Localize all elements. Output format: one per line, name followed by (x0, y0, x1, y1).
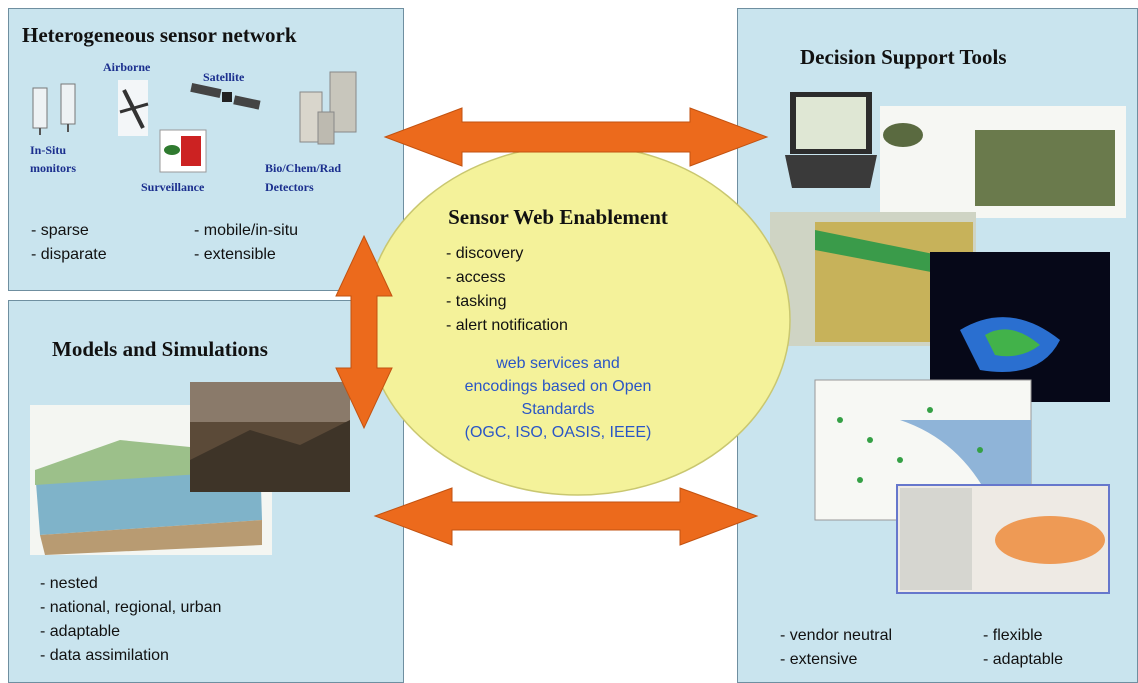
center-title: Sensor Web Enablement (448, 205, 668, 229)
center-bullet-4: - alert notification (446, 317, 568, 334)
label-airborne: Airborne (103, 60, 151, 74)
arrow-vertical (335, 234, 393, 430)
sensor-bullet-2: - disparate (31, 246, 107, 263)
center-bullet-3: - tasking (446, 293, 507, 310)
radar-screenshot (930, 252, 1110, 402)
models-title: Models and Simulations (52, 337, 268, 361)
center-note-line-4: (OGC, ISO, OASIS, IEEE) (464, 424, 652, 441)
center-note: web services and encodings based on Open… (378, 352, 738, 444)
decision-title: Decision Support Tools (800, 45, 1007, 69)
landscape-photo (190, 382, 350, 492)
center-bullets: - discovery - access - tasking - alert n… (446, 242, 738, 338)
center-bullet-2: - access (446, 269, 506, 286)
sensor-network-panel: Heterogeneous sensor network (8, 8, 404, 291)
models-bullet-1: - nested (40, 575, 98, 592)
label-surveillance: Surveillance (141, 180, 205, 194)
surveillance-camera-icon (159, 129, 207, 173)
arrow-top (383, 107, 769, 167)
sensor-bullet-3: - mobile/in-situ (194, 222, 299, 239)
center-note-line-1: web services and (496, 355, 620, 372)
decision-bullet-1: - vendor neutral (780, 627, 893, 644)
label-detectors-1: Bio/Chem/Rad (265, 161, 342, 175)
airborne-uav-icon (118, 80, 149, 136)
decision-bullet-2: - extensive (780, 651, 858, 668)
sensor-network-title: Heterogeneous sensor network (22, 23, 297, 47)
in-situ-monitor-icon (32, 83, 76, 135)
models-bullet-2: - national, regional, urban (40, 599, 222, 616)
detector-device-icon (299, 71, 357, 145)
satellite-icon (190, 82, 261, 110)
arrow-bottom (373, 487, 759, 546)
label-detectors-2: Detectors (265, 180, 314, 194)
decision-bullet-3: - flexible (983, 627, 1043, 644)
models-bullet-3: - adaptable (40, 623, 121, 640)
plume-map-screenshot (896, 484, 1110, 594)
center-text-block: Sensor Web Enablement - discovery - acce… (378, 205, 738, 444)
center-note-line-3: Standards (521, 401, 595, 418)
laptop-image (785, 92, 877, 188)
field-equipment-image (880, 106, 1126, 218)
center-bullet-1: - discovery (446, 245, 524, 262)
center-note-line-2: encodings based on Open (464, 378, 652, 395)
sensor-bullet-4: - extensible (194, 246, 276, 263)
sensor-bullet-1: - sparse (31, 222, 89, 239)
models-bullet-4: - data assimilation (40, 647, 169, 664)
decision-bullet-4: - adaptable (983, 651, 1064, 668)
label-in-situ: In-Situ (30, 143, 67, 157)
label-satellite: Satellite (203, 70, 245, 84)
label-monitors: monitors (30, 161, 76, 175)
